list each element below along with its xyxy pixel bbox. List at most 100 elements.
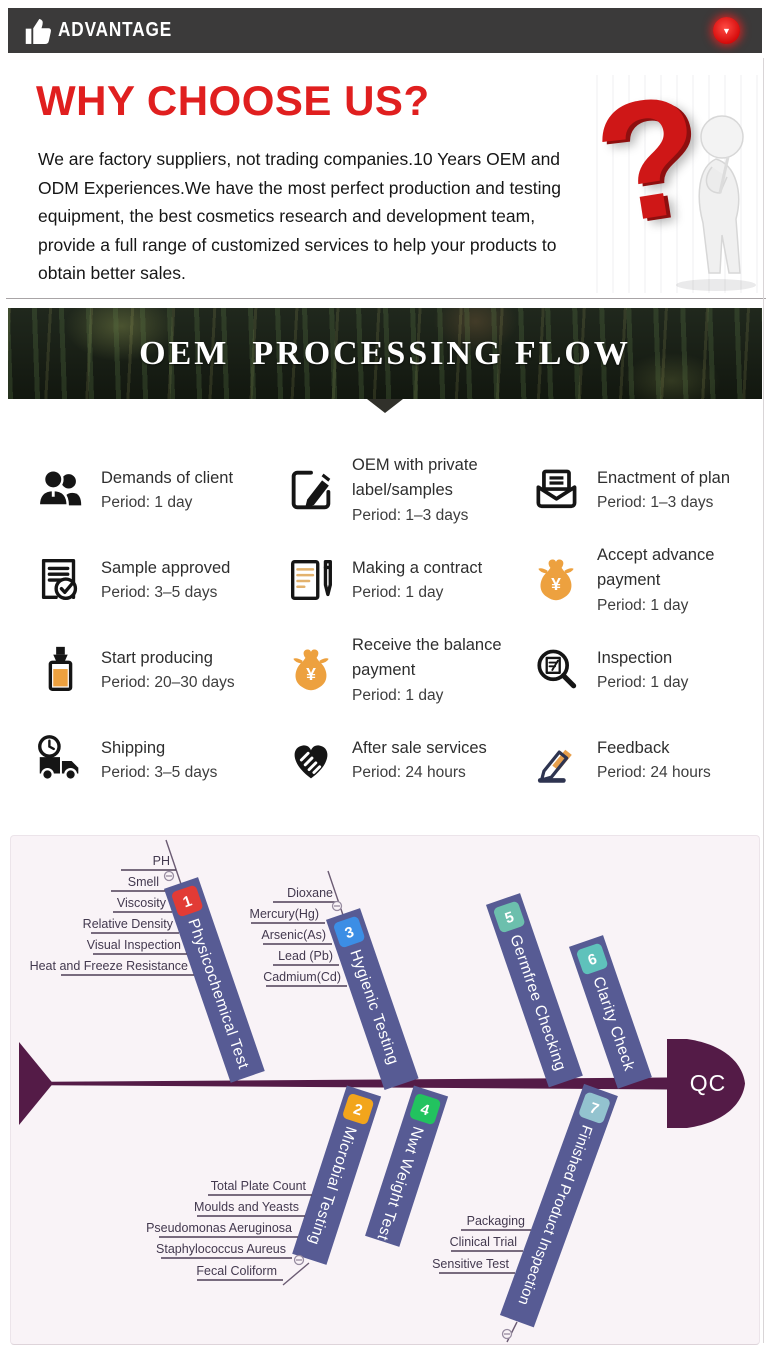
step-making-a-contract: Making a contract Period: 1 day bbox=[283, 538, 518, 622]
step-title: Feedback bbox=[597, 738, 670, 757]
fishbone-item-label: Heat and Freeze Resistance bbox=[30, 959, 188, 973]
branch-1-items: PH Smell Viscosity Relative Density Visu… bbox=[30, 854, 194, 976]
step-title: Demands of client bbox=[101, 468, 234, 487]
branch-badge bbox=[172, 885, 203, 917]
step-title: After sale services bbox=[352, 738, 487, 757]
fishbone-head bbox=[667, 1039, 745, 1128]
fishbone-item-label: Arsenic(As) bbox=[261, 928, 326, 942]
step-title: Shipping bbox=[101, 738, 166, 757]
step-receive-balance-payment: ¥ Receive the balance payment Period: 1 … bbox=[283, 628, 518, 712]
branch-bar bbox=[499, 1083, 618, 1328]
step-sample-approved: Sample approved Period: 3–5 days bbox=[32, 538, 282, 622]
down-arrow-button[interactable]: ▼ bbox=[713, 17, 740, 44]
branch-badge bbox=[494, 901, 525, 933]
magnifier-document-icon bbox=[528, 644, 584, 696]
step-title: OEM with private label/samples bbox=[352, 456, 478, 499]
step-feedback: Feedback Period: 24 hours bbox=[528, 718, 753, 802]
svg-text:¥: ¥ bbox=[306, 664, 316, 684]
page-right-border bbox=[763, 58, 764, 1343]
banner-pointer-triangle bbox=[367, 399, 403, 413]
handshake-heart-icon bbox=[283, 733, 339, 787]
fishbone-item-label: Fecal Coliform bbox=[196, 1264, 277, 1278]
fishbone-item-label: Dioxane bbox=[287, 886, 333, 900]
fishbone-item-label: Mercury(Hg) bbox=[250, 907, 319, 921]
branch-badge bbox=[579, 1092, 610, 1124]
fishbone-item-label: Smell bbox=[128, 875, 159, 889]
branch-bar bbox=[292, 1085, 382, 1265]
document-check-icon bbox=[32, 553, 88, 607]
section-divider bbox=[6, 298, 766, 299]
contract-pen-icon bbox=[283, 553, 339, 607]
step-period: Period: 1 day bbox=[597, 674, 689, 692]
fishbone-item-label: Relative Density bbox=[83, 917, 174, 931]
branch-3-items: Dioxane Mercury(Hg) Arsenic(As) Lead (Pb… bbox=[250, 886, 347, 987]
fishbone-item-label: Staphylococcus Aureus bbox=[156, 1242, 286, 1256]
step-title: Receive the balance payment bbox=[352, 636, 502, 679]
branch-label: Finished Product Inspection bbox=[514, 1123, 595, 1308]
fishbone-tail bbox=[19, 1042, 53, 1125]
step-enactment-of-plan: Enactment of plan Period: 1–3 days bbox=[528, 448, 753, 532]
thumbs-up-icon bbox=[22, 16, 52, 46]
fishbone-item-label: Moulds and Yeasts bbox=[194, 1200, 299, 1214]
branch-badge bbox=[410, 1093, 441, 1125]
step-shipping: Shipping Period: 3–5 days bbox=[32, 718, 282, 802]
advantage-header-bar: ADVANTAGE ▼ bbox=[8, 8, 762, 53]
step-period: Period: 20–30 days bbox=[101, 674, 235, 692]
step-period: Period: 1 day bbox=[352, 686, 444, 704]
process-steps-grid: Demands of client Period: 1 day OEM with… bbox=[0, 440, 770, 810]
step-title: Making a contract bbox=[352, 558, 483, 577]
step-period: Period: 3–5 days bbox=[101, 584, 218, 602]
advantage-title: ADVANTAGE bbox=[58, 19, 173, 41]
oem-flow-banner: OEM PROCESSING FLOW bbox=[8, 308, 762, 399]
money-bag-icon: ¥ bbox=[528, 554, 584, 606]
branch-bar bbox=[163, 877, 265, 1083]
step-period: Period: 1–3 days bbox=[597, 494, 714, 512]
fishbone-item-label: Clinical Trial bbox=[450, 1235, 517, 1249]
step-after-sale-services: After sale services Period: 24 hours bbox=[283, 718, 518, 802]
clients-icon bbox=[32, 463, 88, 517]
step-title: Inspection bbox=[597, 648, 673, 667]
fishbone-head-label: QC bbox=[690, 1070, 727, 1096]
section-title: WHY CHOOSE US? bbox=[36, 77, 430, 124]
step-period: Period: 1 day bbox=[597, 596, 689, 614]
edit-square-icon bbox=[283, 463, 339, 517]
svg-text:¥: ¥ bbox=[551, 574, 561, 594]
fishbone-item-label: PH bbox=[153, 854, 170, 868]
fishbone-item-label: Viscosity bbox=[117, 896, 167, 910]
section-body-text: We are factory suppliers, not trading co… bbox=[38, 149, 562, 283]
step-title: Accept advance payment bbox=[597, 546, 715, 589]
step-period: Period: 24 hours bbox=[597, 764, 711, 782]
fishbone-branch-2: 2 Microbial Testing bbox=[292, 1085, 382, 1265]
fishbone-branch-5: 5 Germfree Checking bbox=[485, 893, 583, 1088]
banner-title: OEM PROCESSING FLOW bbox=[139, 334, 631, 372]
step-period: Period: 1–3 days bbox=[352, 506, 469, 524]
fishbone-item-label: Pseudomonas Aeruginosa bbox=[146, 1221, 292, 1235]
qc-fishbone-panel: QC 1 Physicochemical Test bbox=[10, 835, 760, 1345]
step-inspection: Inspection Period: 1 day bbox=[528, 628, 753, 712]
rib-end-markers bbox=[163, 870, 513, 1340]
person-figure-icon bbox=[676, 115, 756, 291]
truck-clock-icon bbox=[32, 733, 88, 787]
fishbone-item-label: Cadmium(Cd) bbox=[263, 970, 341, 984]
step-period: Period: 1 day bbox=[101, 494, 193, 512]
branch-7-items: Packaging Clinical Trial Sensitive Test bbox=[432, 1214, 531, 1274]
step-title: Sample approved bbox=[101, 558, 231, 577]
branch-badge bbox=[577, 943, 608, 975]
fishbone-branch-6: 6 Clarity Check bbox=[568, 935, 652, 1089]
why-choose-us-section: WHY CHOOSE US? We are factory suppliers,… bbox=[0, 55, 770, 295]
step-oem-private-label: OEM with private label/samples Period: 1… bbox=[283, 448, 518, 532]
fishbone-item-label: Total Plate Count bbox=[211, 1179, 307, 1193]
fishbone-item-label: Packaging bbox=[467, 1214, 525, 1228]
fishbone-branch-4: 4 Nwt Weight Test bbox=[365, 1085, 449, 1247]
fishbone-item-label: Visual Inspection bbox=[87, 938, 181, 952]
money-bag-icon: ¥ bbox=[283, 644, 339, 696]
step-demands-of-client: Demands of client Period: 1 day bbox=[32, 448, 282, 532]
thinking-person-figure: ? bbox=[584, 58, 764, 293]
pencil-feedback-icon bbox=[528, 734, 584, 786]
branch-2-items: Total Plate Count Moulds and Yeasts Pseu… bbox=[146, 1179, 312, 1281]
step-period: Period: 1 day bbox=[352, 584, 444, 602]
step-period: Period: 24 hours bbox=[352, 764, 466, 782]
fishbone-item-label: Sensitive Test bbox=[432, 1257, 509, 1271]
step-accept-advance-payment: ¥ Accept advance payment Period: 1 day bbox=[528, 538, 753, 622]
